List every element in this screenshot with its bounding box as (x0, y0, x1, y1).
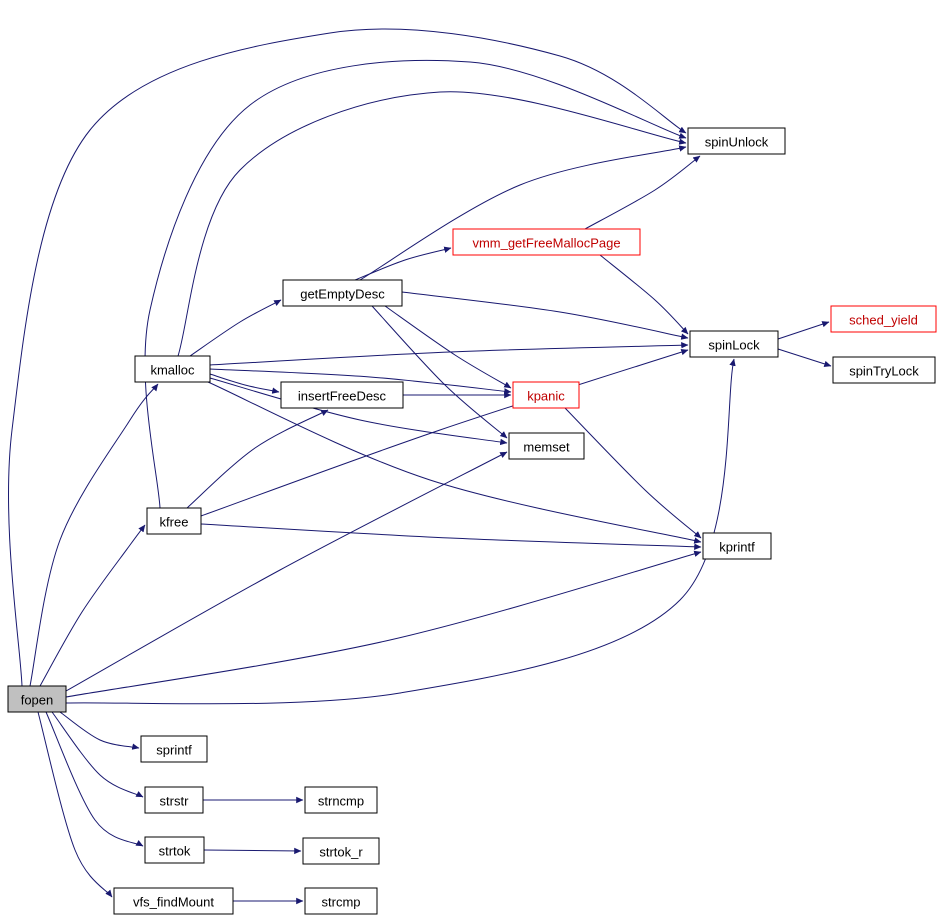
kpanic-label: kpanic (527, 389, 565, 404)
node-kpanic[interactable]: kpanic (512, 381, 580, 409)
node-strcmp[interactable]: strcmp (304, 887, 378, 915)
edge-fopen-to-spinUnlock (8, 28, 687, 687)
kmalloc-box (134, 355, 211, 383)
sprintf-box (140, 735, 208, 763)
fopen-label: fopen (21, 693, 54, 708)
edge-fopen-to-kfree (39, 524, 146, 687)
edge-kmalloc-to-spinUnlock (177, 91, 687, 357)
fopen-box (7, 685, 67, 713)
node-strtok[interactable]: strtok (144, 836, 205, 864)
edge-fopen-to-kmalloc (29, 383, 159, 687)
strtok_r-box (302, 837, 380, 865)
edge-vmm_getFreeMallocPage-to-spinUnlock (584, 155, 701, 230)
edge-getEmptyDesc-to-vmm_getFreeMallocPage (354, 246, 452, 281)
node-vmm_getFreeMallocPage[interactable]: vmm_getFreeMallocPage (452, 228, 641, 256)
edges-layer (8, 28, 832, 905)
vmm_getFreeMallocPage-label: vmm_getFreeMallocPage (472, 236, 620, 251)
node-sched_yield[interactable]: sched_yield (830, 305, 937, 333)
node-memset[interactable]: memset (508, 432, 585, 460)
edge-kmalloc-to-insertFreeDesc (209, 373, 280, 394)
strtok_r-label: strtok_r (319, 845, 363, 860)
edge-fopen-to-vfs_findMount (37, 711, 113, 898)
memset-box (508, 432, 585, 460)
strcmp-box (304, 887, 378, 915)
strtok-box (144, 836, 205, 864)
edge-fopen-to-spinLock (65, 358, 736, 705)
edge-vmm_getFreeMallocPage-to-spinLock (599, 254, 689, 335)
edge-kfree-to-spinLock (200, 349, 689, 517)
spinLock-label: spinLock (708, 338, 760, 353)
node-kfree[interactable]: kfree (146, 507, 202, 535)
edge-spinLock-to-sched_yield (777, 321, 830, 340)
spinUnlock-label: spinUnlock (705, 135, 769, 150)
edge-kfree-to-insertFreeDesc (186, 409, 329, 509)
edge-fopen-to-sprintf (59, 711, 140, 750)
edge-getEmptyDesc-to-memset (371, 305, 508, 439)
edge-kmalloc-to-getEmptyDesc (189, 299, 282, 357)
edge-kfree-to-kprintf (200, 523, 702, 550)
edge-spinLock-to-spinTryLock (777, 348, 832, 367)
edge-strtok-to-strtok_r (203, 847, 302, 855)
insertFreeDesc-box (280, 381, 404, 409)
edge-fopen-to-strtok (45, 711, 144, 847)
getEmptyDesc-label: getEmptyDesc (300, 287, 385, 302)
edge-fopen-to-strstr (51, 711, 144, 798)
edge-kmalloc-to-kpanic (209, 368, 512, 395)
strncmp-box (304, 786, 378, 814)
sprintf-label: sprintf (156, 743, 192, 758)
kprintf-box (702, 532, 772, 560)
edge-getEmptyDesc-to-spinLock (401, 291, 689, 340)
kfree-label: kfree (160, 515, 189, 530)
sched_yield-label: sched_yield (849, 313, 918, 328)
strcmp-label: strcmp (322, 895, 361, 910)
insertFreeDesc-label: insertFreeDesc (298, 389, 387, 404)
kfree-box (146, 507, 202, 535)
edge-kmalloc-to-memset (209, 377, 508, 446)
kprintf-label: kprintf (719, 540, 755, 555)
node-spinLock[interactable]: spinLock (689, 330, 779, 358)
node-getEmptyDesc[interactable]: getEmptyDesc (282, 279, 403, 307)
edge-getEmptyDesc-to-kpanic (384, 305, 512, 389)
strtok-label: strtok (159, 844, 191, 859)
getEmptyDesc-box (282, 279, 403, 307)
kmalloc-label: kmalloc (150, 363, 195, 378)
kpanic-box (512, 381, 580, 409)
edge-fopen-to-memset (65, 451, 508, 692)
edge-kfree-to-spinUnlock (144, 59, 687, 509)
node-kprintf[interactable]: kprintf (702, 532, 772, 560)
edge-kmalloc-to-spinLock (209, 342, 689, 366)
node-strncmp[interactable]: strncmp (304, 786, 378, 814)
strstr-box (144, 786, 204, 814)
node-spinTryLock[interactable]: spinTryLock (832, 356, 936, 384)
strstr-label: strstr (160, 794, 190, 809)
node-fopen[interactable]: fopen (7, 685, 67, 713)
edge-fopen-to-kprintf (65, 550, 702, 698)
node-strstr[interactable]: strstr (144, 786, 204, 814)
spinUnlock-box (687, 127, 786, 155)
edge-kmalloc-to-kprintf (207, 381, 702, 544)
node-strtok_r[interactable]: strtok_r (302, 837, 380, 865)
nodes-layer: fopen spinUnlock vmm_getFreeMallocPage getE… (7, 127, 937, 915)
edge-kpanic-to-kprintf (564, 407, 702, 539)
node-spinUnlock[interactable]: spinUnlock (687, 127, 786, 155)
memset-label: memset (523, 440, 570, 455)
vfs_findMount-label: vfs_findMount (133, 895, 214, 910)
vfs_findMount-box (113, 887, 234, 915)
node-vfs_findMount[interactable]: vfs_findMount (113, 887, 234, 915)
spinTryLock-label: spinTryLock (849, 364, 919, 379)
edge-getEmptyDesc-to-spinUnlock (359, 145, 687, 281)
vmm_getFreeMallocPage-box (452, 228, 641, 256)
sched_yield-box (830, 305, 937, 333)
node-kmalloc[interactable]: kmalloc (134, 355, 211, 383)
strncmp-label: strncmp (318, 794, 364, 809)
node-insertFreeDesc[interactable]: insertFreeDesc (280, 381, 404, 409)
spinLock-box (689, 330, 779, 358)
spinTryLock-box (832, 356, 936, 384)
node-sprintf[interactable]: sprintf (140, 735, 208, 763)
